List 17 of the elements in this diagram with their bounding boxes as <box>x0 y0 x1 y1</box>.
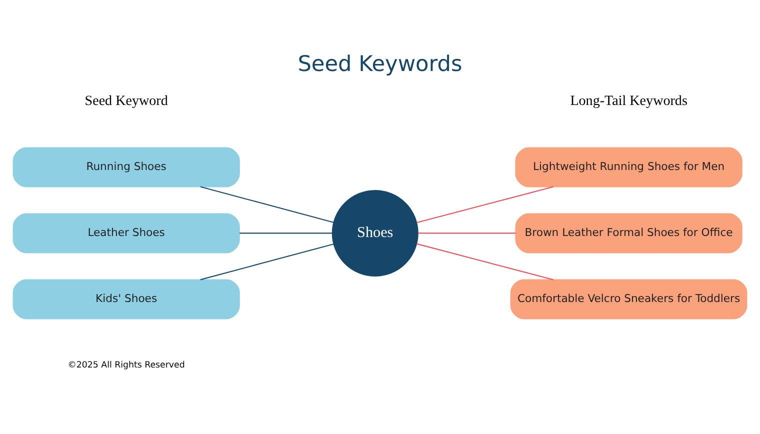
connector <box>200 244 334 280</box>
node-box: Lightweight Running Shoes for Men <box>515 147 742 188</box>
connector <box>240 232 332 234</box>
connector <box>418 232 516 234</box>
diagram-title: Seed Keywords <box>298 52 462 77</box>
connector <box>416 243 554 280</box>
node-box: Leather Shoes <box>12 213 240 254</box>
connector <box>200 186 334 223</box>
label: Seed Keyword <box>84 92 168 109</box>
node-box: Comfortable Velcro Sneakers for Toddlers <box>510 279 748 320</box>
label: ©2025 All Rights Reserved <box>68 360 185 370</box>
label: Long-Tail Keywords <box>570 92 688 109</box>
node-box: Brown Leather Formal Shoes for Office <box>515 213 742 254</box>
connector <box>416 186 554 224</box>
node-box: Kids' Shoes <box>12 279 240 320</box>
node-box: Running Shoes <box>12 147 240 188</box>
node-circle: Shoes <box>332 190 418 276</box>
